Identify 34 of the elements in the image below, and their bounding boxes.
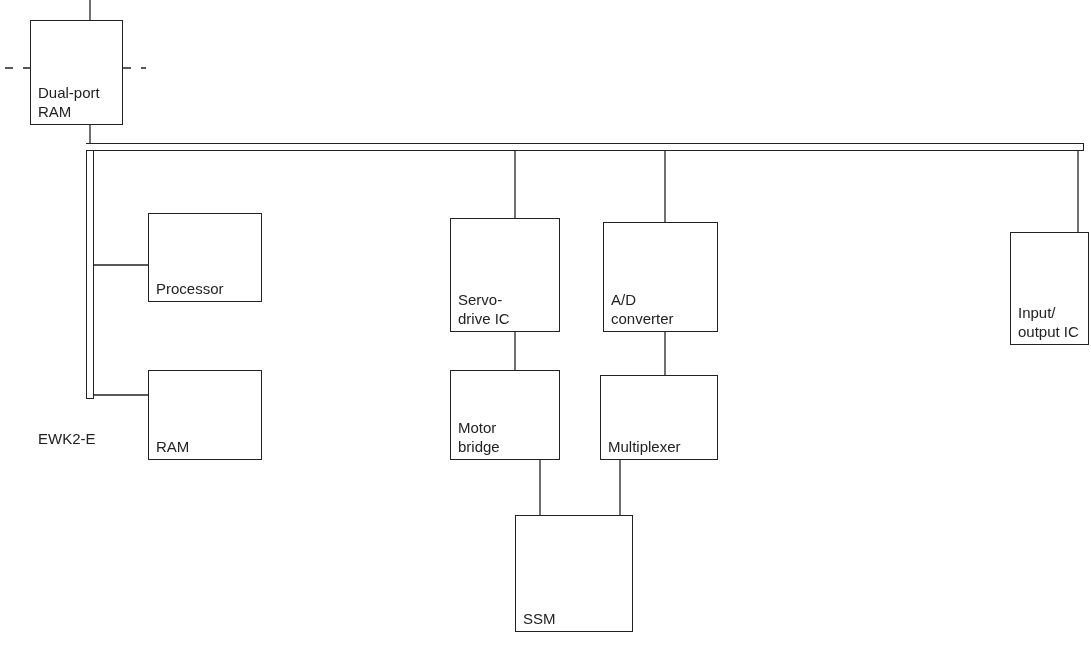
block-label: Input/ output IC: [1018, 303, 1080, 341]
connector-line: [514, 150, 516, 219]
block-box: [515, 515, 633, 632]
bus-bar: [86, 151, 94, 399]
connector-line: [93, 394, 149, 396]
block-label: Servo-drive IC: [458, 290, 511, 328]
block-box: [1010, 232, 1089, 345]
block-label: RAM: [156, 437, 190, 456]
connector-line: [89, 124, 91, 144]
block-box: [450, 370, 560, 460]
connector-line: [122, 67, 147, 69]
connector-line: [619, 459, 621, 516]
block-box: [148, 213, 262, 302]
block-label: SSM: [523, 609, 556, 628]
block-box: [603, 222, 718, 332]
board-label: EWK2-E: [38, 430, 96, 447]
block-label: Motor bridge: [458, 418, 501, 456]
block-label: Processor: [156, 279, 224, 298]
block-label: Multiplexer: [608, 437, 681, 456]
block-box: [450, 218, 560, 332]
block-label: A/D converter: [611, 290, 675, 328]
connector-line: [539, 459, 541, 516]
connector-line: [4, 67, 31, 69]
block-box: [30, 20, 123, 125]
block-box: [148, 370, 262, 460]
block-label: Dual-port RAM: [38, 83, 101, 121]
block-box: [600, 375, 718, 460]
connector-line: [1077, 150, 1079, 233]
connector-line: [89, 0, 91, 21]
connector-line: [514, 331, 516, 371]
bus-bar: [86, 143, 1084, 151]
connector-line: [93, 264, 149, 266]
connector-line: [664, 331, 666, 376]
connector-line: [664, 150, 666, 223]
